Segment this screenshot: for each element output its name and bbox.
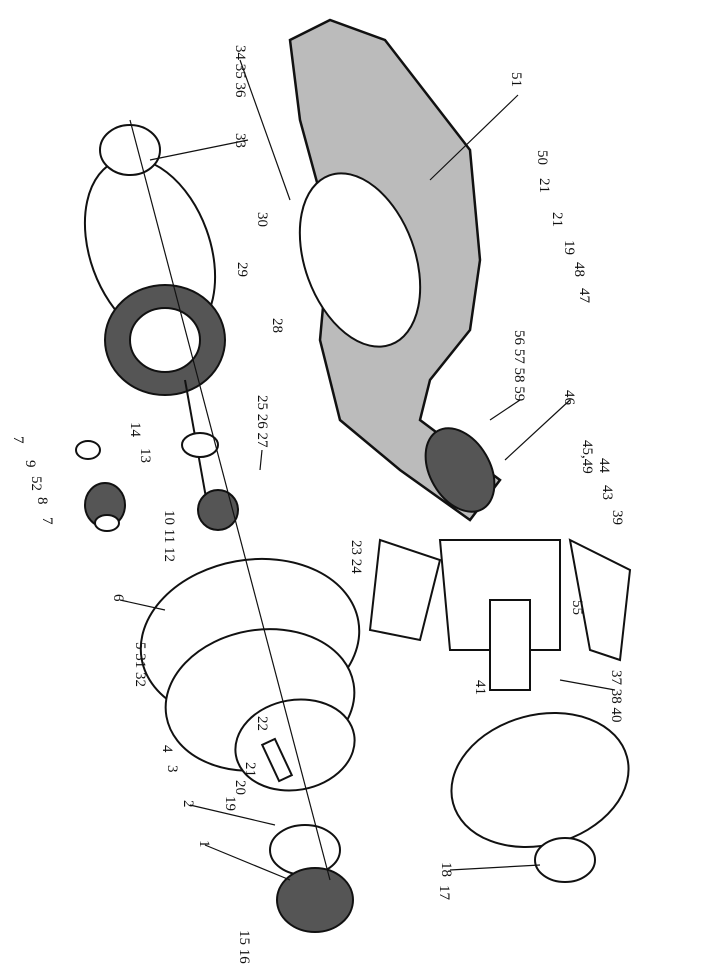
callout-label-21a: 21 [536,178,552,193]
callout-label-3: 3 [164,765,180,773]
callout-label-55: 55 [569,600,585,615]
ring-gear-center [129,307,201,373]
callout-label-5-31-32: 5 31 32 [132,642,148,687]
seal-ring-17-18 [534,837,596,883]
callout-label-17: 17 [436,885,452,901]
callout-label-15-16: 15 16 [236,930,252,964]
carrier-hub [99,124,161,176]
callout-label-39: 39 [609,510,625,525]
washer-7 [75,440,101,460]
callout-label-14: 14 [127,422,143,438]
callout-label-37-38-40: 37 38 40 [608,670,624,723]
callout-label-10-12: 10 11 12 [161,510,177,562]
callout-label-33: 33 [232,133,248,148]
callout-label-50: 50 [534,150,550,165]
callout-label-47: 47 [576,288,592,304]
cover-1 [276,867,354,933]
callout-label-7a: 7 [10,436,26,444]
housing-flange [298,172,422,348]
callout-label-19b: 19 [222,796,238,811]
callout-label-4: 4 [159,745,175,753]
callout-label-21c: 21 [242,762,258,777]
pinion-gear [197,489,239,531]
callout-label-23-24: 23 24 [348,540,364,574]
callout-label-44: 44 [596,458,612,474]
callout-label-18: 18 [438,862,454,877]
callout-label-45-49: 45,49 [579,440,595,474]
callout-label-56-59: 56 57 58 59 [511,330,527,401]
callout-label-25-27: 25 26 27 [254,395,270,448]
callout-label-51: 51 [508,72,524,87]
spindle-41 [489,599,531,691]
washer-13 [181,432,219,458]
callout-label-34-35-36: 34 35 36 [232,45,248,98]
callout-label-7b: 7 [39,517,55,525]
callout-label-41: 41 [472,680,488,695]
callout-label-8: 8 [34,497,50,505]
callout-label-48: 48 [571,262,587,277]
callout-label-13: 13 [137,448,153,463]
callout-label-22: 22 [254,716,270,731]
callout-label-9: 9 [22,460,38,468]
bolt-3-4 [260,737,294,783]
brake-caliper-left [368,538,442,642]
callout-label-20: 20 [232,780,248,795]
callout-label-2: 2 [180,800,196,808]
callout-label-29: 29 [234,262,250,277]
callout-label-1: 1 [196,840,212,848]
callout-label-30: 30 [254,212,270,227]
brake-caliper-39 [568,538,632,662]
callout-label-46: 46 [561,390,577,406]
callout-label-19a: 19 [561,240,577,255]
leader-lines [119,59,616,881]
callout-label-28: 28 [269,318,285,333]
housing-end-flange [424,427,496,513]
gasket-2 [269,824,341,876]
callout-label-21b: 21 [549,212,565,227]
bushing-7 [94,514,120,532]
callout-label-6: 6 [110,594,126,602]
callout-label-43: 43 [599,485,615,500]
callout-label-52: 52 [28,476,44,491]
